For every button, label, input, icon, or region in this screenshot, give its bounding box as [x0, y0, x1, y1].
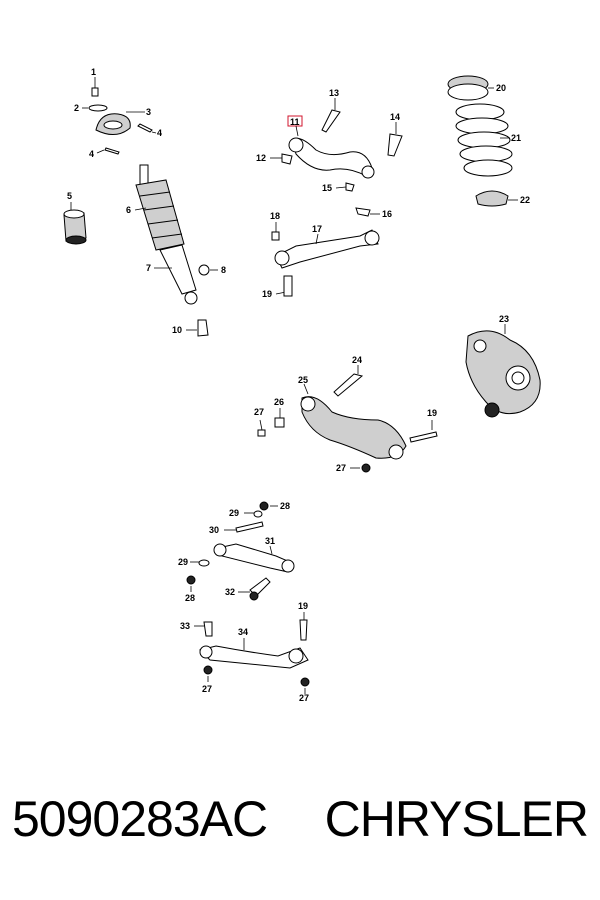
callout-4a: 4: [157, 128, 162, 138]
callout-34: 34: [238, 627, 248, 637]
callout-27d: 27: [299, 693, 309, 703]
part-number: 5090283AC: [12, 791, 268, 847]
upper-control-arm-group: [270, 98, 403, 192]
callout-25: 25: [298, 375, 308, 385]
callout-3: 3: [146, 107, 151, 117]
callout-29b: 29: [178, 557, 188, 567]
callout-20: 20: [496, 83, 506, 93]
callout-16: 16: [382, 209, 392, 219]
shock-mount-group: [82, 77, 157, 155]
callout-23: 23: [499, 314, 509, 324]
callout-5: 5: [67, 191, 72, 201]
callout-29a: 29: [229, 508, 239, 518]
callout-27c: 27: [202, 684, 212, 694]
lateral-arm-group: [271, 207, 380, 297]
trailing-arm-group: [186, 501, 295, 601]
callout-19a: 19: [262, 289, 272, 299]
callout-11: 11: [290, 117, 300, 127]
brand-name: CHRYSLER: [324, 791, 589, 847]
callout-27a: 27: [254, 407, 264, 417]
rear-suspension-exploded-diagram: 1 2 3 4 4 5 6 7 8 10 11 12 13 14 15 16 1…: [63, 67, 541, 703]
callout-17: 17: [312, 224, 322, 234]
callout-13: 13: [329, 88, 339, 98]
callout-4b: 4: [89, 149, 94, 159]
callout-28a: 28: [280, 501, 290, 511]
callout-8: 8: [221, 265, 226, 275]
callout-18: 18: [270, 211, 280, 221]
callout-26: 26: [274, 397, 284, 407]
callout-19b: 19: [427, 408, 437, 418]
footer: 5090283AC CHRYSLER: [0, 790, 600, 870]
callout-14: 14: [390, 112, 400, 122]
callout-28b: 28: [185, 593, 195, 603]
callout-27b: 27: [336, 463, 346, 473]
bushing-5: [63, 202, 87, 245]
knuckle-23: [465, 324, 541, 418]
coil-spring-group: [447, 75, 518, 207]
callout-2: 2: [74, 103, 79, 113]
callout-12: 12: [256, 153, 266, 163]
callout-labels: 1 2 3 4 4 5 6 7 8 10 11 12 13 14 15 16 1…: [67, 67, 530, 703]
callout-1: 1: [91, 67, 96, 77]
lower-rear-arm-group: [194, 612, 310, 694]
callout-24: 24: [352, 355, 362, 365]
callout-7: 7: [146, 263, 151, 273]
callout-21: 21: [511, 133, 521, 143]
callout-33: 33: [180, 621, 190, 631]
callout-30: 30: [209, 525, 219, 535]
callout-6: 6: [126, 205, 131, 215]
shock-absorber: [134, 164, 218, 337]
callout-32: 32: [225, 587, 235, 597]
callout-31: 31: [265, 536, 275, 546]
callout-10: 10: [172, 325, 182, 335]
callout-19c: 19: [298, 601, 308, 611]
lower-control-arm-group: [257, 365, 438, 473]
callout-15: 15: [322, 183, 332, 193]
callout-22: 22: [520, 195, 530, 205]
